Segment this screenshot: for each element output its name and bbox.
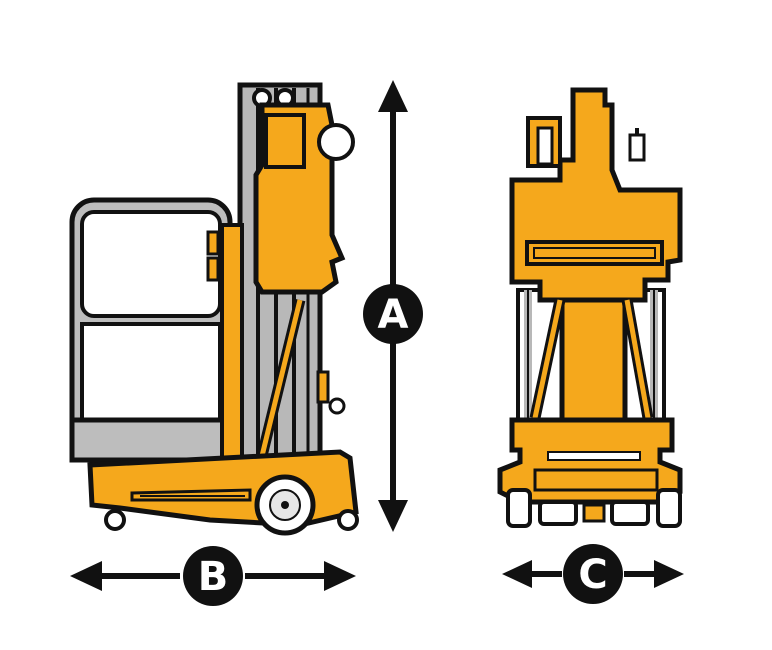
- wheel-icon: [656, 488, 682, 528]
- wheel-icon: [506, 488, 532, 528]
- arrow-down-icon: [378, 500, 408, 532]
- caster-wheel-icon: [337, 509, 359, 531]
- arrow-up-icon: [378, 80, 408, 112]
- platform-cage: [69, 197, 233, 463]
- arrow-right-icon: [654, 560, 684, 588]
- label-c: C: [578, 552, 607, 598]
- label-a: A: [378, 292, 409, 338]
- left-light: [526, 116, 562, 168]
- knob-icon: [328, 397, 346, 415]
- side-base: [87, 449, 359, 536]
- label-badge-a: [363, 284, 423, 344]
- side-view-lift: [69, 82, 359, 536]
- arrow-left-icon: [70, 561, 102, 591]
- arrow-left-icon: [502, 560, 532, 588]
- front-view-lift: [497, 87, 683, 528]
- front-wheels: [506, 488, 682, 528]
- beacon-icon: [317, 123, 355, 161]
- dimension-b: B: [70, 546, 356, 606]
- label-b: B: [198, 554, 229, 600]
- control-box: [253, 102, 355, 295]
- right-light: [628, 133, 646, 162]
- wheel-icon: [610, 500, 650, 526]
- caster-wheel-icon: [104, 509, 126, 531]
- wheel-icon: [538, 500, 578, 526]
- front-column: [559, 297, 628, 423]
- arrow-right-icon: [324, 561, 356, 591]
- dimension-c: C: [502, 544, 684, 604]
- carriage: [220, 223, 244, 462]
- label-badge-b: [183, 546, 243, 606]
- dimension-a: A: [363, 80, 423, 532]
- label-badge-c: [563, 544, 623, 604]
